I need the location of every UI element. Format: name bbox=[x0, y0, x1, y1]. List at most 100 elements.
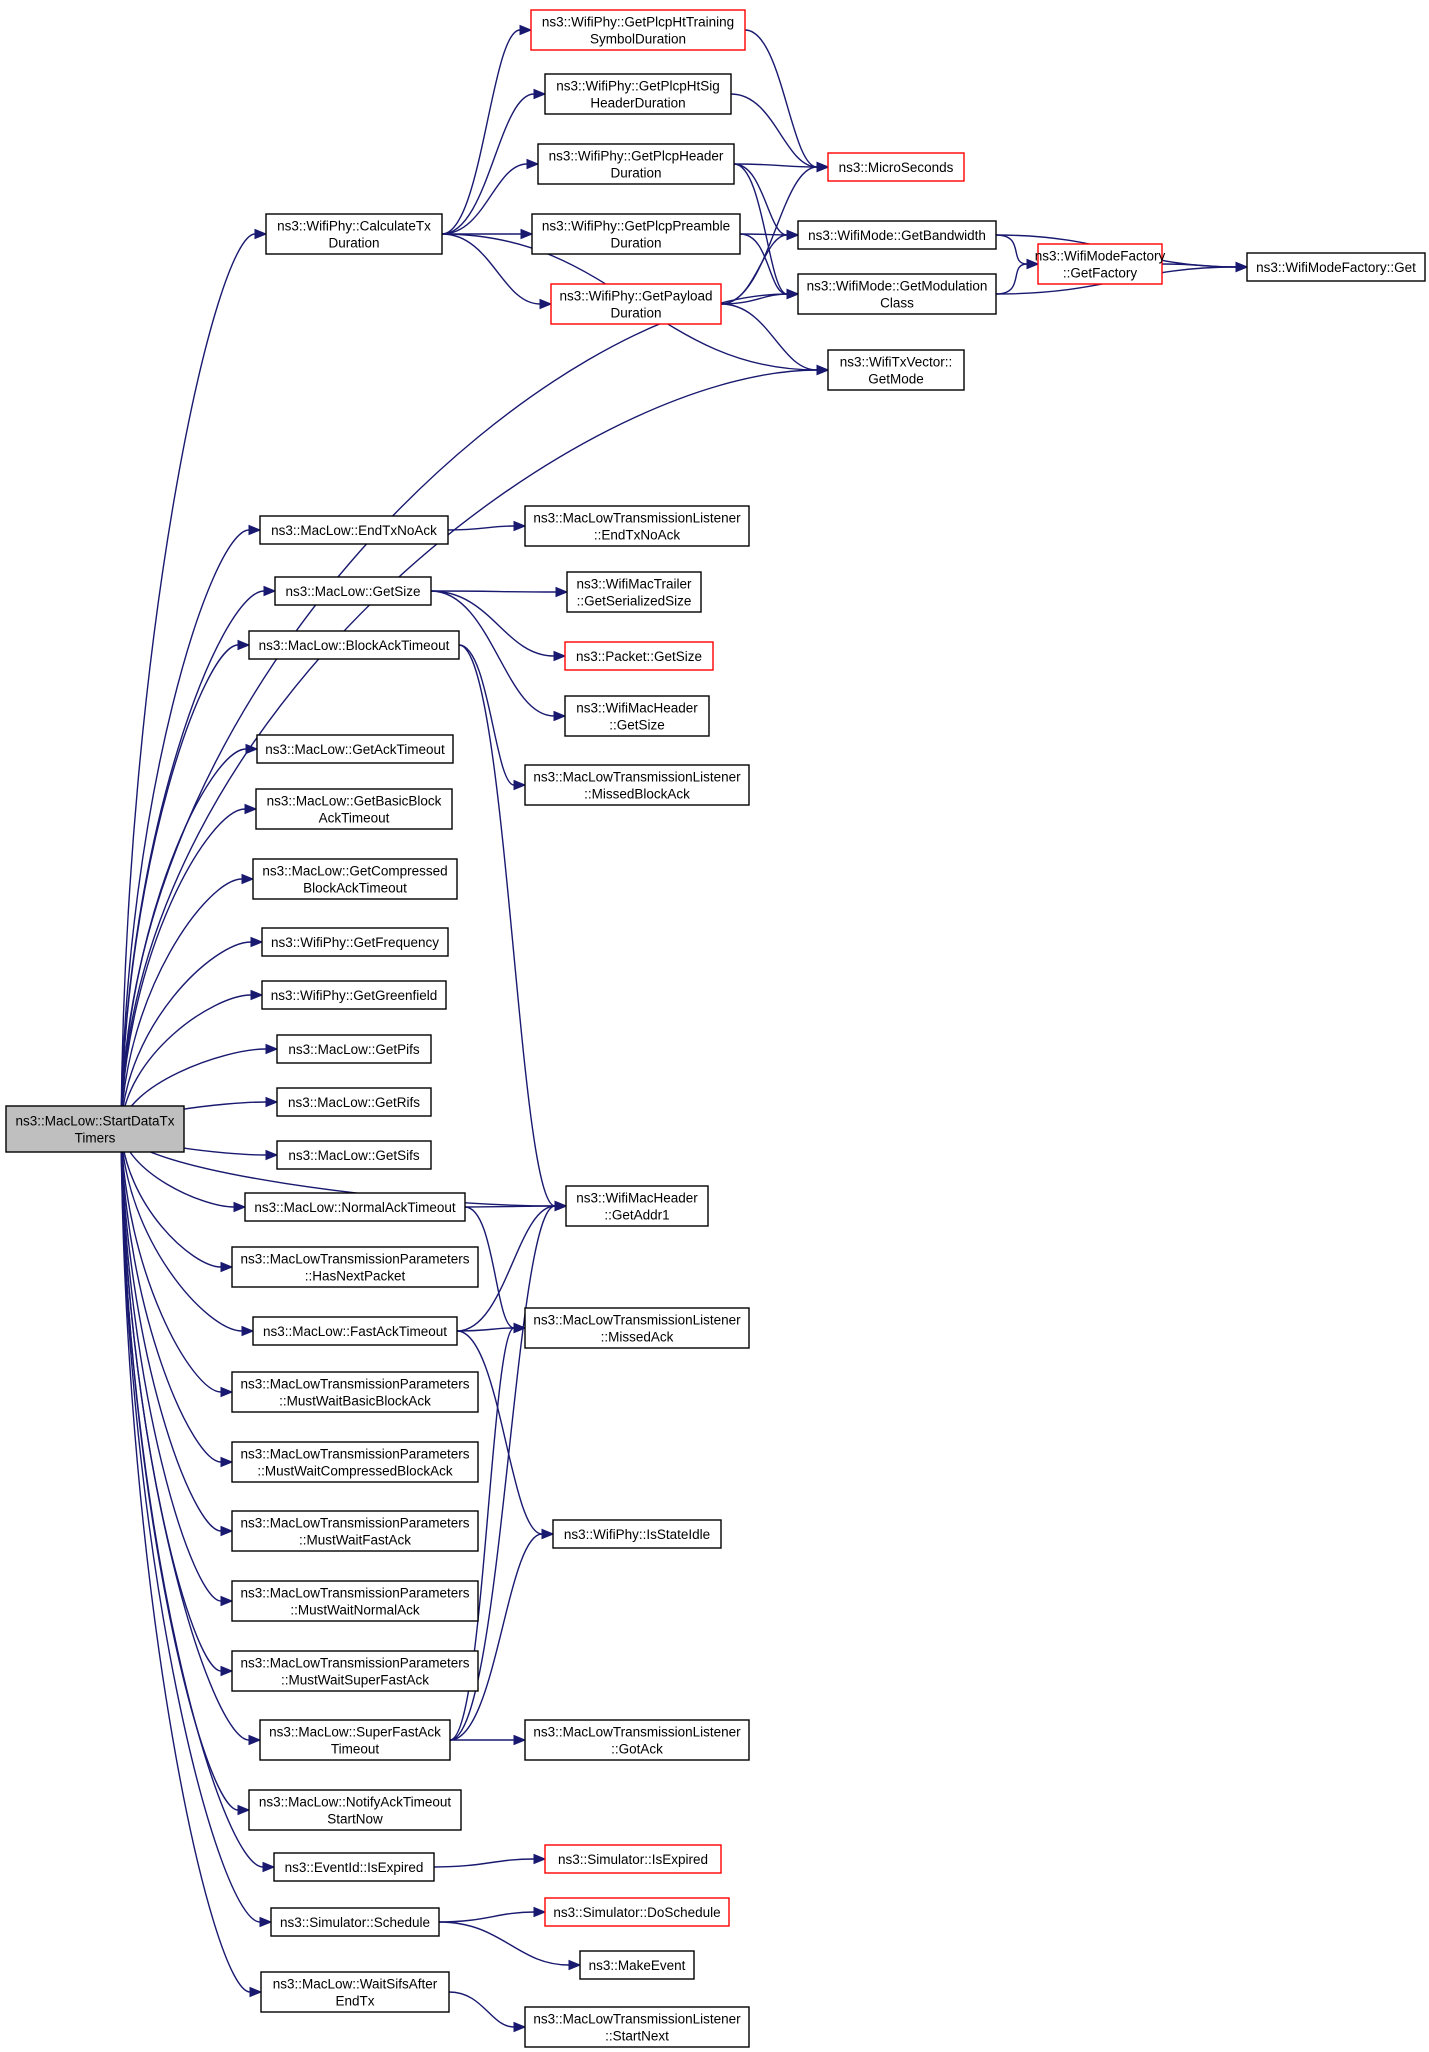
arrowhead-icon bbox=[254, 228, 268, 240]
arrowhead-icon bbox=[220, 1261, 234, 1273]
node-ns3-maclowtransmissionlistener-gotack[interactable]: ns3::MacLowTransmissionListener::GotAck bbox=[524, 1719, 750, 1761]
node-ns3-wifitxvector-getmode[interactable]: ns3::WifiTxVector::GetMode bbox=[827, 349, 965, 391]
node-ns3-wifimacheader-getsize[interactable]: ns3::WifiMacHeader::GetSize bbox=[564, 695, 710, 737]
node-label-line: ::GotAck bbox=[611, 1742, 663, 1757]
edge-plcpPreamble-to-bandwidth bbox=[739, 233, 788, 236]
edge-calcTx-to-payload bbox=[441, 233, 541, 305]
arrowhead-icon bbox=[262, 1861, 276, 1873]
node-ns3-wifimactrailer-getserializedsize[interactable]: ns3::WifiMacTrailer::GetSerializedSize bbox=[566, 571, 702, 613]
edge-start-to-mwNormal bbox=[120, 1128, 222, 1602]
node-label-line: ns3::WifiMacHeader bbox=[576, 1191, 698, 1206]
node-ns3-maclow-getacktimeout[interactable]: ns3::MacLow::GetAckTimeout bbox=[256, 734, 454, 764]
edge-fastAck-to-addr1 bbox=[456, 1205, 556, 1332]
node-box bbox=[524, 505, 750, 547]
node-box bbox=[259, 1719, 451, 1761]
arrowhead-icon bbox=[816, 364, 830, 376]
node-ns3-maclow-getsize[interactable]: ns3::MacLow::GetSize bbox=[274, 576, 432, 606]
node-box bbox=[255, 788, 453, 830]
node-ns3-maclowtransmissionparameters-mustwaitsuperfastack[interactable]: ns3::MacLowTransmissionParameters::MustW… bbox=[231, 1650, 479, 1692]
node-ns3-simulator-schedule[interactable]: ns3::Simulator::Schedule bbox=[270, 1907, 440, 1937]
arrowhead-icon bbox=[237, 639, 251, 651]
edge-fastAck-to-lMissedAck bbox=[456, 1327, 515, 1332]
node-ns3-simulator-doschedule[interactable]: ns3::Simulator::DoSchedule bbox=[544, 1897, 730, 1927]
arrowhead-icon bbox=[533, 88, 547, 100]
edge-start-to-mwSuper bbox=[120, 1128, 222, 1672]
arrowhead-icon bbox=[220, 1525, 234, 1537]
arrowhead-icon bbox=[250, 936, 264, 948]
node-ns3-wifiphy-getfrequency[interactable]: ns3::WifiPhy::GetFrequency bbox=[261, 927, 449, 957]
node-ns3-maclow-endtxnoack[interactable]: ns3::MacLow::EndTxNoAck bbox=[259, 515, 449, 545]
node-box bbox=[231, 1441, 479, 1483]
node-label-line: ::MustWaitFastAck bbox=[299, 1533, 411, 1548]
node-label-line: Timeout bbox=[331, 1742, 380, 1757]
node-label-line: ns3::MacLow::GetSifs bbox=[288, 1148, 420, 1163]
node-ns3-maclowtransmissionlistener-missedblockack[interactable]: ns3::MacLowTransmissionListener::MissedB… bbox=[524, 764, 750, 806]
arrowhead-icon bbox=[513, 1734, 527, 1746]
arrowhead-icon bbox=[519, 24, 533, 36]
node-label-line: GetMode bbox=[868, 372, 924, 387]
arrowhead-icon bbox=[241, 1325, 255, 1337]
edge-start-to-ackTimeout bbox=[120, 748, 247, 1130]
node-ns3-maclow-fastacktimeout[interactable]: ns3::MacLow::FastAckTimeout bbox=[252, 1316, 458, 1346]
node-ns3-wifimodefactory-getfactory[interactable]: ns3::WifiModeFactory::GetFactory bbox=[1035, 243, 1166, 285]
node-ns3-wifimacheader-getaddr1[interactable]: ns3::WifiMacHeader::GetAddr1 bbox=[565, 1185, 709, 1227]
node-ns3-packet-getsize[interactable]: ns3::Packet::GetSize bbox=[564, 641, 714, 671]
node-ns3-maclowtransmissionparameters-mustwaitbasicblockack[interactable]: ns3::MacLowTransmissionParameters::MustW… bbox=[231, 1371, 479, 1413]
node-ns3-maclowtransmissionparameters-hasnextpacket[interactable]: ns3::MacLowTransmissionParameters::HasNe… bbox=[231, 1246, 479, 1288]
edge-start-to-mwFast bbox=[120, 1128, 222, 1532]
node-label-line: ns3::WifiPhy::GetGreenfield bbox=[271, 988, 438, 1003]
node-label-line: ns3::MakeEvent bbox=[589, 1958, 686, 1973]
node-ns3-maclowtransmissionparameters-mustwaitnormalack[interactable]: ns3::MacLowTransmissionParameters::MustW… bbox=[231, 1580, 479, 1622]
arrowhead-icon bbox=[233, 1201, 247, 1213]
node-label-line: ns3::MacLowTransmissionParameters bbox=[240, 1447, 469, 1462]
node-label-line: ::StartNext bbox=[605, 2029, 669, 2044]
node-ns3-microseconds[interactable]: ns3::MicroSeconds bbox=[827, 152, 965, 182]
node-ns3-maclowtransmissionparameters-mustwaitcompressedblockack[interactable]: ns3::MacLowTransmissionParameters::MustW… bbox=[231, 1441, 479, 1483]
node-label-line: ns3::MacLow::NormalAckTimeout bbox=[254, 1200, 456, 1215]
node-label-line: ::MustWaitNormalAck bbox=[290, 1603, 420, 1618]
node-label-line: ::MissedBlockAck bbox=[584, 787, 690, 802]
arrowhead-icon bbox=[553, 710, 567, 722]
node-ns3-wifimode-getbandwidth[interactable]: ns3::WifiMode::GetBandwidth bbox=[797, 220, 997, 250]
node-box bbox=[252, 1316, 458, 1346]
node-ns3-wifiphy-getplcphttrainingsymbolduration[interactable]: ns3::WifiPhy::GetPlcpHtTrainingSymbolDur… bbox=[530, 9, 746, 51]
node-ns3-maclowtransmissionlistener-startnext[interactable]: ns3::MacLowTransmissionListener::StartNe… bbox=[524, 2006, 750, 2048]
node-ns3-wifiphy-getgreenfield[interactable]: ns3::WifiPhy::GetGreenfield bbox=[261, 980, 447, 1010]
node-ns3-eventid-isexpired[interactable]: ns3::EventId::IsExpired bbox=[273, 1852, 435, 1882]
node-ns3-simulator-isexpired[interactable]: ns3::Simulator::IsExpired bbox=[544, 1844, 722, 1874]
arrowhead-icon bbox=[568, 1959, 582, 1971]
node-ns3-makeevent[interactable]: ns3::MakeEvent bbox=[579, 1950, 695, 1980]
node-ns3-maclowtransmissionlistener-missedack[interactable]: ns3::MacLowTransmissionListener::MissedA… bbox=[524, 1307, 750, 1349]
edge-factory-to-factoryGet bbox=[1161, 263, 1237, 268]
arrowhead-icon bbox=[533, 1853, 547, 1865]
node-ns3-maclow-getrifs[interactable]: ns3::MacLow::GetRifs bbox=[276, 1087, 432, 1117]
arrowhead-icon bbox=[248, 1734, 262, 1746]
node-ns3-wifimodefactory-get[interactable]: ns3::WifiModeFactory::Get bbox=[1246, 252, 1426, 282]
edge-superFast-to-idle bbox=[449, 1533, 543, 1741]
node-ns3-maclow-getpifs[interactable]: ns3::MacLow::GetPifs bbox=[276, 1034, 432, 1064]
node-ns3-maclowtransmissionparameters-mustwaitfastack[interactable]: ns3::MacLowTransmissionParameters::MustW… bbox=[231, 1510, 479, 1552]
node-box bbox=[565, 1185, 709, 1227]
node-ns3-maclow-getsifs[interactable]: ns3::MacLow::GetSifs bbox=[276, 1140, 432, 1170]
node-ns3-maclow-getcompressedblockacktimeout[interactable]: ns3::MacLow::GetCompressedBlockAckTimeou… bbox=[252, 858, 458, 900]
node-ns3-maclow-normalacktimeout[interactable]: ns3::MacLow::NormalAckTimeout bbox=[244, 1192, 466, 1222]
node-ns3-maclowtransmissionlistener-endtxnoack[interactable]: ns3::MacLowTransmissionListener::EndTxNo… bbox=[524, 505, 750, 547]
arrowhead-icon bbox=[237, 1804, 251, 1816]
node-ns3-wifiphy-isstateidle[interactable]: ns3::WifiPhy::IsStateIdle bbox=[552, 1519, 722, 1549]
node-box bbox=[544, 1844, 722, 1874]
node-ns3-maclow-blockacktimeout[interactable]: ns3::MacLow::BlockAckTimeout bbox=[248, 630, 460, 660]
edge-calcTx-to-htSig bbox=[441, 93, 535, 235]
node-box bbox=[537, 143, 735, 185]
node-label-line: ns3::MacLow::GetAckTimeout bbox=[265, 742, 445, 757]
